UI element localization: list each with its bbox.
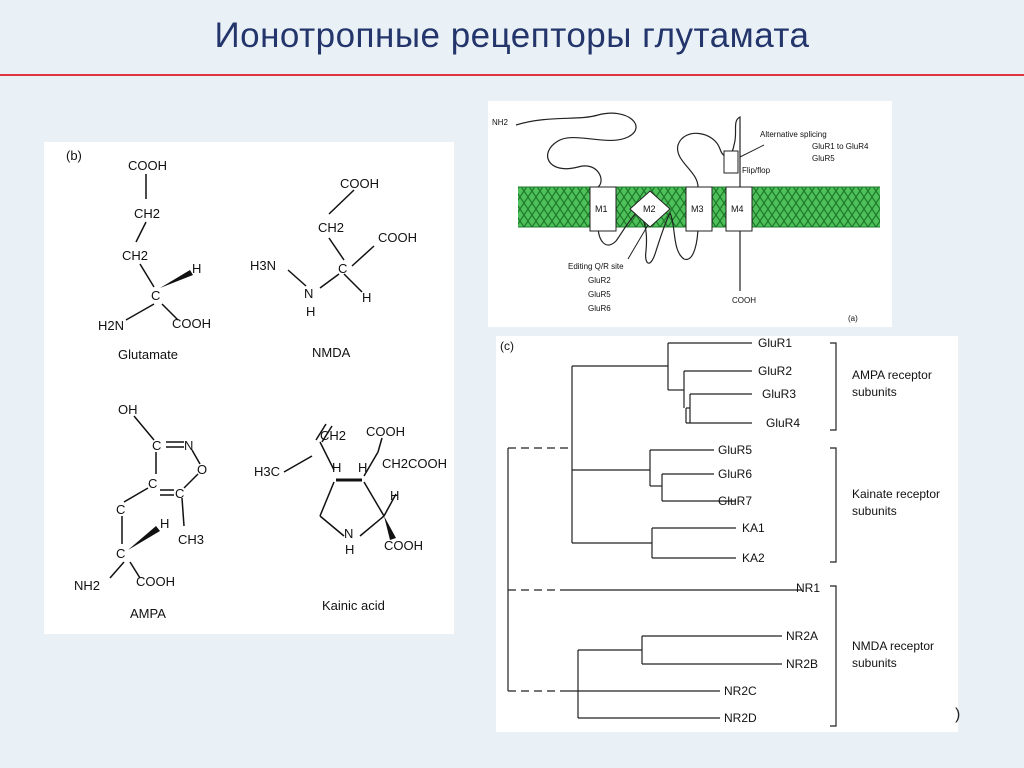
glutamate-atom: CH2 [122,248,148,263]
glutamate-atom: COOH [128,158,167,173]
segment-label: M2 [643,204,656,214]
glutamate-name: Glutamate [118,347,178,362]
group-label: AMPA receptor [852,368,932,382]
glutamate-atom: COOH [172,316,211,331]
segment-m3 [685,186,713,232]
nmda-atom: H [362,290,371,305]
nmda-atom: CH2 [318,220,344,235]
nmda-atom: H3N [250,258,276,273]
panel-b-label: (b) [66,148,82,163]
tree-leaf: GluR6 [718,467,752,481]
nmda-atom: COOH [340,176,379,191]
flipflop-label: Flip/flop [742,166,771,175]
editing-label: GluR6 [588,304,611,313]
stray-paren: ) [955,706,961,723]
kainic-atom: H [358,460,367,475]
tree-leaf: KA1 [742,521,765,535]
nterm-label: NH2 [492,118,509,127]
segment-m1 [589,186,617,232]
editing-label: Editing Q/R site [568,262,624,271]
kainic-atom: H3C [254,464,280,479]
kainic-atom: COOH [366,424,405,439]
kainic-atom: H [390,488,399,503]
tree-leaf: GluR5 [718,443,752,457]
tree-leaf: NR2C [724,684,757,698]
glutamate-structure: COOH CH2 CH2 H C H2N COOH Glutamate [98,158,211,362]
group-label: subunits [852,656,897,670]
splicing-label: Alternative splicing [760,130,827,139]
panel-a-topology: NH2 M1 M2 M3 M4 Alternative splicing Glu… [488,101,892,327]
group-label: Kainate receptor [852,487,940,501]
ampa-atom: NH2 [74,578,100,593]
nmda-structure: COOH CH2 COOH H3N C N H H NMDA [250,176,417,360]
segment-m2 [629,190,671,228]
splicing-label: GluR1 to GluR4 [812,142,869,151]
splicing-label: GluR5 [812,154,835,163]
ampa-atom: CH3 [178,532,204,547]
tree-leaf: GluR7 [718,494,752,508]
glutamate-atom: H [192,261,201,276]
ampa-atom: COOH [136,574,175,589]
tree-leaf: NR1 [796,581,820,595]
tree-leaf: NR2D [724,711,757,725]
tree-leaf: GluR2 [758,364,792,378]
ampa-atom: C [175,486,184,501]
title-divider [0,74,1024,76]
segment-label: M1 [595,204,608,214]
kainic-name: Kainic acid [322,598,385,613]
ampa-atom: H [160,516,169,531]
tree-leaf: GluR1 [758,336,792,350]
nmda-atom: COOH [378,230,417,245]
cterm-label: COOH [732,296,756,305]
ampa-atom: C [148,476,157,491]
topology-svg: NH2 M1 M2 M3 M4 Alternative splicing Glu… [492,112,880,323]
glutamate-atom: C [151,288,160,303]
editing-label: GluR2 [588,276,611,285]
nmda-name: NMDA [312,345,351,360]
kainic-atom: H [332,460,341,475]
editing-label: GluR5 [588,290,611,299]
flipflop-box [723,150,739,174]
slide-title: Ионотропные рецепторы глутамата [214,16,810,55]
group-label: subunits [852,385,897,399]
group-label: NMDA receptor [852,639,934,653]
kainic-atom: CH2 [320,428,346,443]
segment-label: M3 [691,204,704,214]
kainic-atom: N [344,526,353,541]
ampa-atom: C [116,546,125,561]
kainic-atom: COOH [384,538,423,553]
ampa-atom: C [116,502,125,517]
tree-leaf: GluR3 [762,387,796,401]
tree-leaf: GluR4 [766,416,800,430]
nmda-atom: H [306,304,315,319]
glutamate-atom: H2N [98,318,124,333]
kainic-structure: CH2 COOH H3C H H CH2COOH H N H COOH Kain… [254,423,447,613]
kainic-atom: CH2COOH [382,456,447,471]
glutamate-atom: CH2 [134,206,160,221]
nmda-atom: N [304,286,313,301]
panel-b-structures: (b) COOH CH2 CH2 H C H2N COOH Glutamate … [44,142,454,634]
tree-leaf: NR2A [786,629,818,643]
tree-leaf: NR2B [786,657,818,671]
ampa-name: AMPA [130,606,166,621]
panel-c-label: (c) [500,339,514,353]
receptor-chain [515,112,741,291]
ampa-atom: OH [118,402,138,417]
segment-m4 [725,186,753,232]
group-label: subunits [852,504,897,518]
ampa-structure: OH C N O C C C H C CH3 NH2 COOH AMPA [74,402,207,621]
tree-svg: (c) GluR1 GluR2 GluR3 GluR4 GluR5 GluR6 … [500,336,940,727]
segment-label: M4 [731,204,744,214]
nmda-atom: C [338,261,347,276]
ampa-atom: O [197,462,207,477]
structures-svg: (b) COOH CH2 CH2 H C H2N COOH Glutamate … [66,148,447,621]
ampa-atom: N [184,438,193,453]
ampa-atom: C [152,438,161,453]
tree-leaf: KA2 [742,551,765,565]
kainic-atom: H [345,542,354,557]
panel-c-tree: (c) GluR1 GluR2 GluR3 GluR4 GluR5 GluR6 … [496,336,958,732]
panel-a-label: (a) [848,314,858,323]
